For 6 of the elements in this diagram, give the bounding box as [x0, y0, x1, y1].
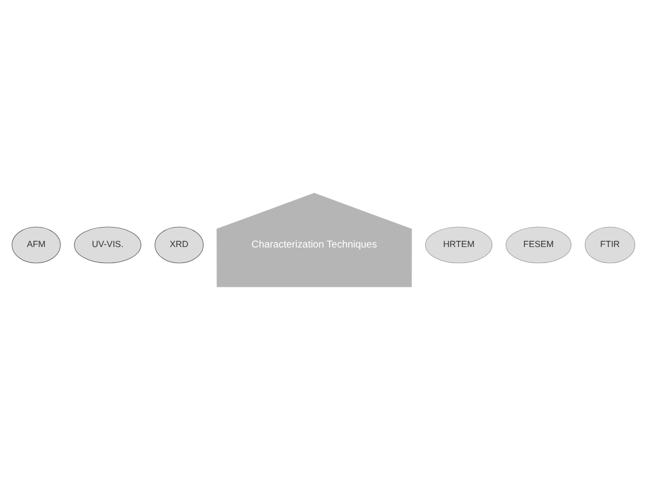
node-ellipse: FTIR: [584, 226, 636, 263]
node-ellipse: XRD: [154, 226, 204, 263]
node-ellipse: FESEM: [506, 226, 572, 263]
node-ellipse: HRTEM: [425, 226, 492, 263]
node-ellipse: AFM: [12, 226, 61, 263]
node-ellipse: UV-VIS.: [74, 226, 142, 263]
